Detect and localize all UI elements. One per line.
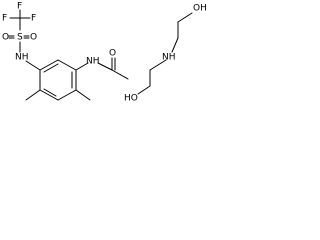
- atom-f-left: F: [2, 14, 7, 24]
- atom-nh-sulfonamide: NH: [15, 53, 29, 63]
- atom-s: S: [17, 33, 23, 43]
- bond-ring-n-amide: [75, 62, 89, 71]
- ring-bond-1: [39, 59, 59, 71]
- atom-o-right: O: [30, 33, 37, 43]
- atom-oh-top: OH: [193, 4, 207, 14]
- atom-o-carbonyl: O: [109, 49, 116, 59]
- ring-bond-2: [57, 59, 77, 71]
- bond-c2-n: [171, 37, 179, 53]
- ring-bond-4: [57, 89, 77, 101]
- bond-carbonyl-c-methyl: [111, 69, 129, 80]
- sulfonamide-acetamide-molecule: F F F S O O NH NH O: [2, 2, 129, 101]
- atom-ho-bottom: HO: [124, 94, 138, 104]
- bond-n-c3: [149, 59, 167, 71]
- ring-bond-5: [39, 89, 59, 101]
- bond-n-carbonyl-c: [97, 62, 113, 71]
- atom-f-top: F: [17, 2, 22, 12]
- chemical-structure-diagram: F F F S O O NH NH O OH NH HO: [2, 2, 207, 104]
- atom-nh-amide: NH: [86, 57, 100, 67]
- bond-oh-c1: [177, 12, 193, 23]
- bond-n-ring: [25, 60, 41, 71]
- bond-c4-ho: [137, 85, 151, 95]
- ring-double-1: [43, 63, 59, 73]
- bond-methyl-left: [25, 89, 41, 101]
- atom-nh-center: NH: [162, 53, 176, 63]
- ring-double-3: [43, 88, 57, 97]
- atom-f-middle: F: [31, 14, 36, 24]
- diethanolamine-molecule: OH NH HO: [124, 4, 207, 104]
- atom-o-left: O: [2, 33, 9, 43]
- bond-methyl-right: [75, 89, 91, 101]
